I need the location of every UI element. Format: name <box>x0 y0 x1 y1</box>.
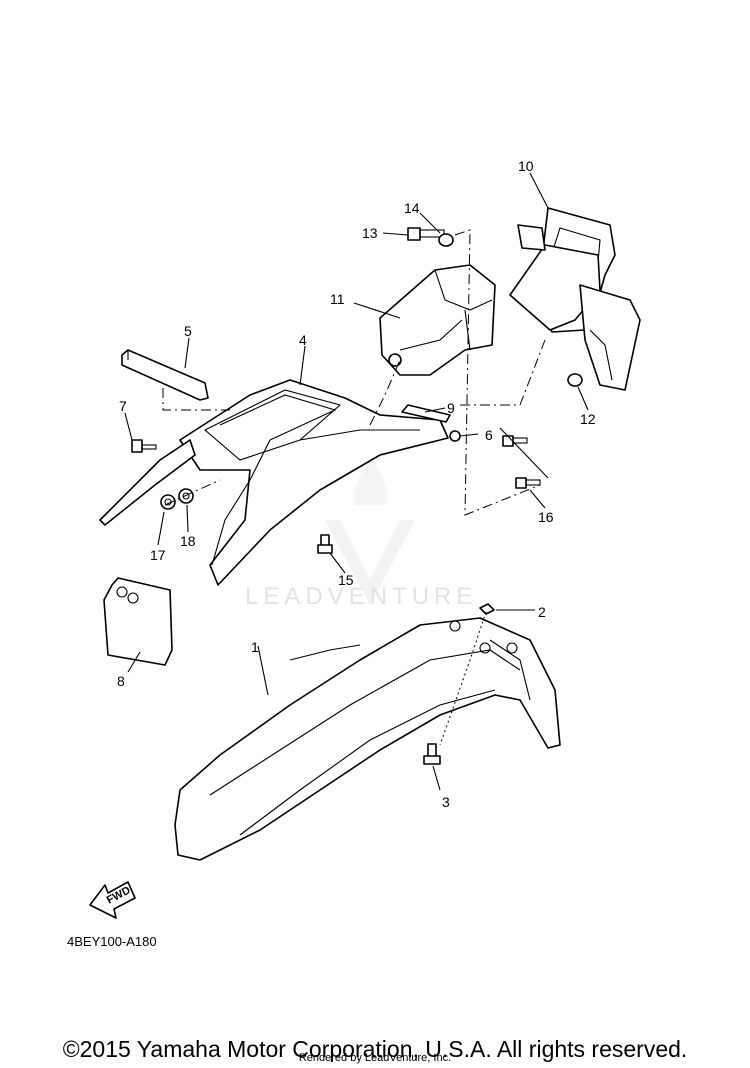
callout-7: 7 <box>119 398 127 414</box>
part-code: 4BEY100-A180 <box>67 934 157 949</box>
part-2-nut <box>479 603 495 615</box>
part-7-bolt <box>131 439 157 453</box>
fender-collar <box>388 353 402 367</box>
callout-16: 16 <box>538 509 554 525</box>
part-3-bolt <box>423 743 441 765</box>
callout-11: 11 <box>330 291 345 307</box>
callout-10: 10 <box>518 158 534 174</box>
callout-13: 13 <box>362 225 378 241</box>
rendered-by-credit: Rendered by LeadVenture, Inc. <box>298 1052 452 1064</box>
callout-6: 6 <box>485 427 493 443</box>
callout-5: 5 <box>184 323 192 339</box>
part-15-bolt <box>317 534 333 554</box>
part-8-plate <box>103 577 173 666</box>
part-5-strip <box>121 349 209 401</box>
part-14-collar <box>438 233 454 247</box>
watermark-logo <box>325 455 415 605</box>
part-16-bolt <box>499 427 549 489</box>
callout-3: 3 <box>442 794 450 810</box>
callout-15: 15 <box>338 572 354 588</box>
fwd-arrow-icon: FWD <box>89 881 136 919</box>
watermark-text: LEADVENTURE <box>245 583 477 610</box>
callout-14: 14 <box>404 200 420 216</box>
part-10-tail-light-housing <box>509 207 641 391</box>
callout-8: 8 <box>117 673 125 689</box>
callout-12: 12 <box>580 411 596 427</box>
part-4-rear-fender <box>99 379 449 586</box>
copyright-notice: ©2015 Yamaha Motor Corporation, U.S.A. A… <box>62 1036 688 1062</box>
callout-9: 9 <box>447 400 455 416</box>
callout-2: 2 <box>538 604 546 620</box>
callout-4: 4 <box>299 332 307 348</box>
part-13-bolt <box>407 227 445 241</box>
part-12-cap <box>567 373 583 387</box>
part-17-nut <box>160 494 176 510</box>
part-1-front-fender <box>174 617 561 861</box>
part-9-label <box>401 404 451 423</box>
leader-lines <box>124 172 589 791</box>
callout-1: 1 <box>251 639 259 655</box>
part-6-nut <box>449 430 461 442</box>
callout-18: 18 <box>180 533 196 549</box>
assembly-lines <box>162 229 546 746</box>
callout-17: 17 <box>150 547 166 563</box>
